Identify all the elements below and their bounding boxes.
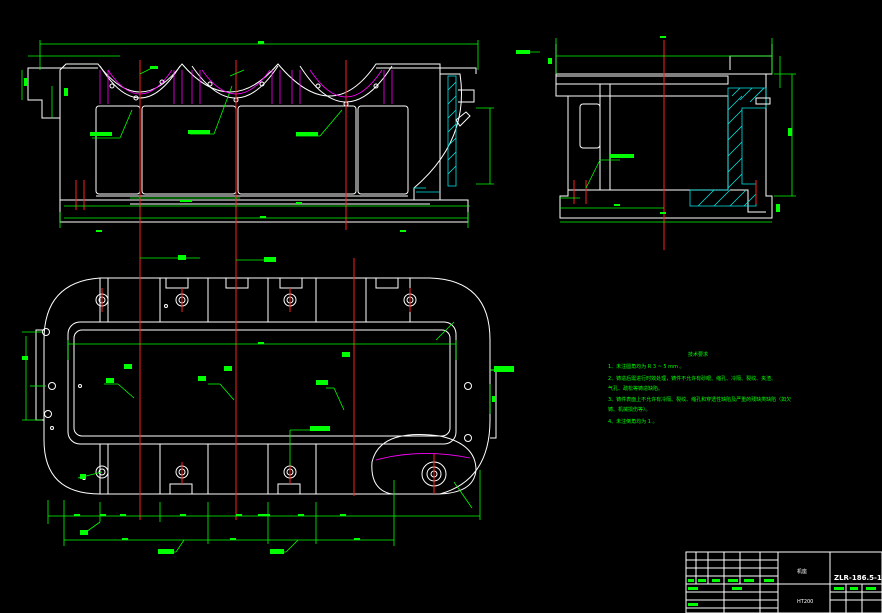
- drawing-number: ZLR-186.5-1129.00: [834, 574, 882, 582]
- technical-notes: 技术要求 1、未注圆角均为 R 3 ~ 5 mm 。 2、铸造后需进行时效处理，…: [608, 351, 791, 425]
- note-line: 2、铸造后需进行时效处理，铸件不允许有砂眼、缩孔、冷隔、裂纹、夹渣、: [608, 375, 776, 382]
- notes-title: 技术要求: [688, 351, 708, 358]
- front-view: [21, 40, 494, 360]
- side-view: [516, 36, 796, 250]
- part-name: 机座: [797, 568, 807, 575]
- note-line: 铸、机械损伤等）。: [608, 406, 651, 413]
- note-line: 气孔、疏松等铸造缺陷。: [608, 385, 663, 392]
- plan-view: [22, 250, 514, 554]
- note-line: 4、未注倒角均为 1 。: [608, 418, 658, 425]
- note-line: 1、未注圆角均为 R 3 ~ 5 mm 。: [608, 363, 685, 370]
- title-block: 机座 HT200 ZLR-186.5-1129.00: [685, 551, 882, 613]
- material: HT200: [797, 599, 813, 605]
- note-line: 3、铸件表面上不允许有冷隔、裂纹、缩孔和穿透性缺陷及严重的残缺类缺陷（如欠: [608, 396, 791, 403]
